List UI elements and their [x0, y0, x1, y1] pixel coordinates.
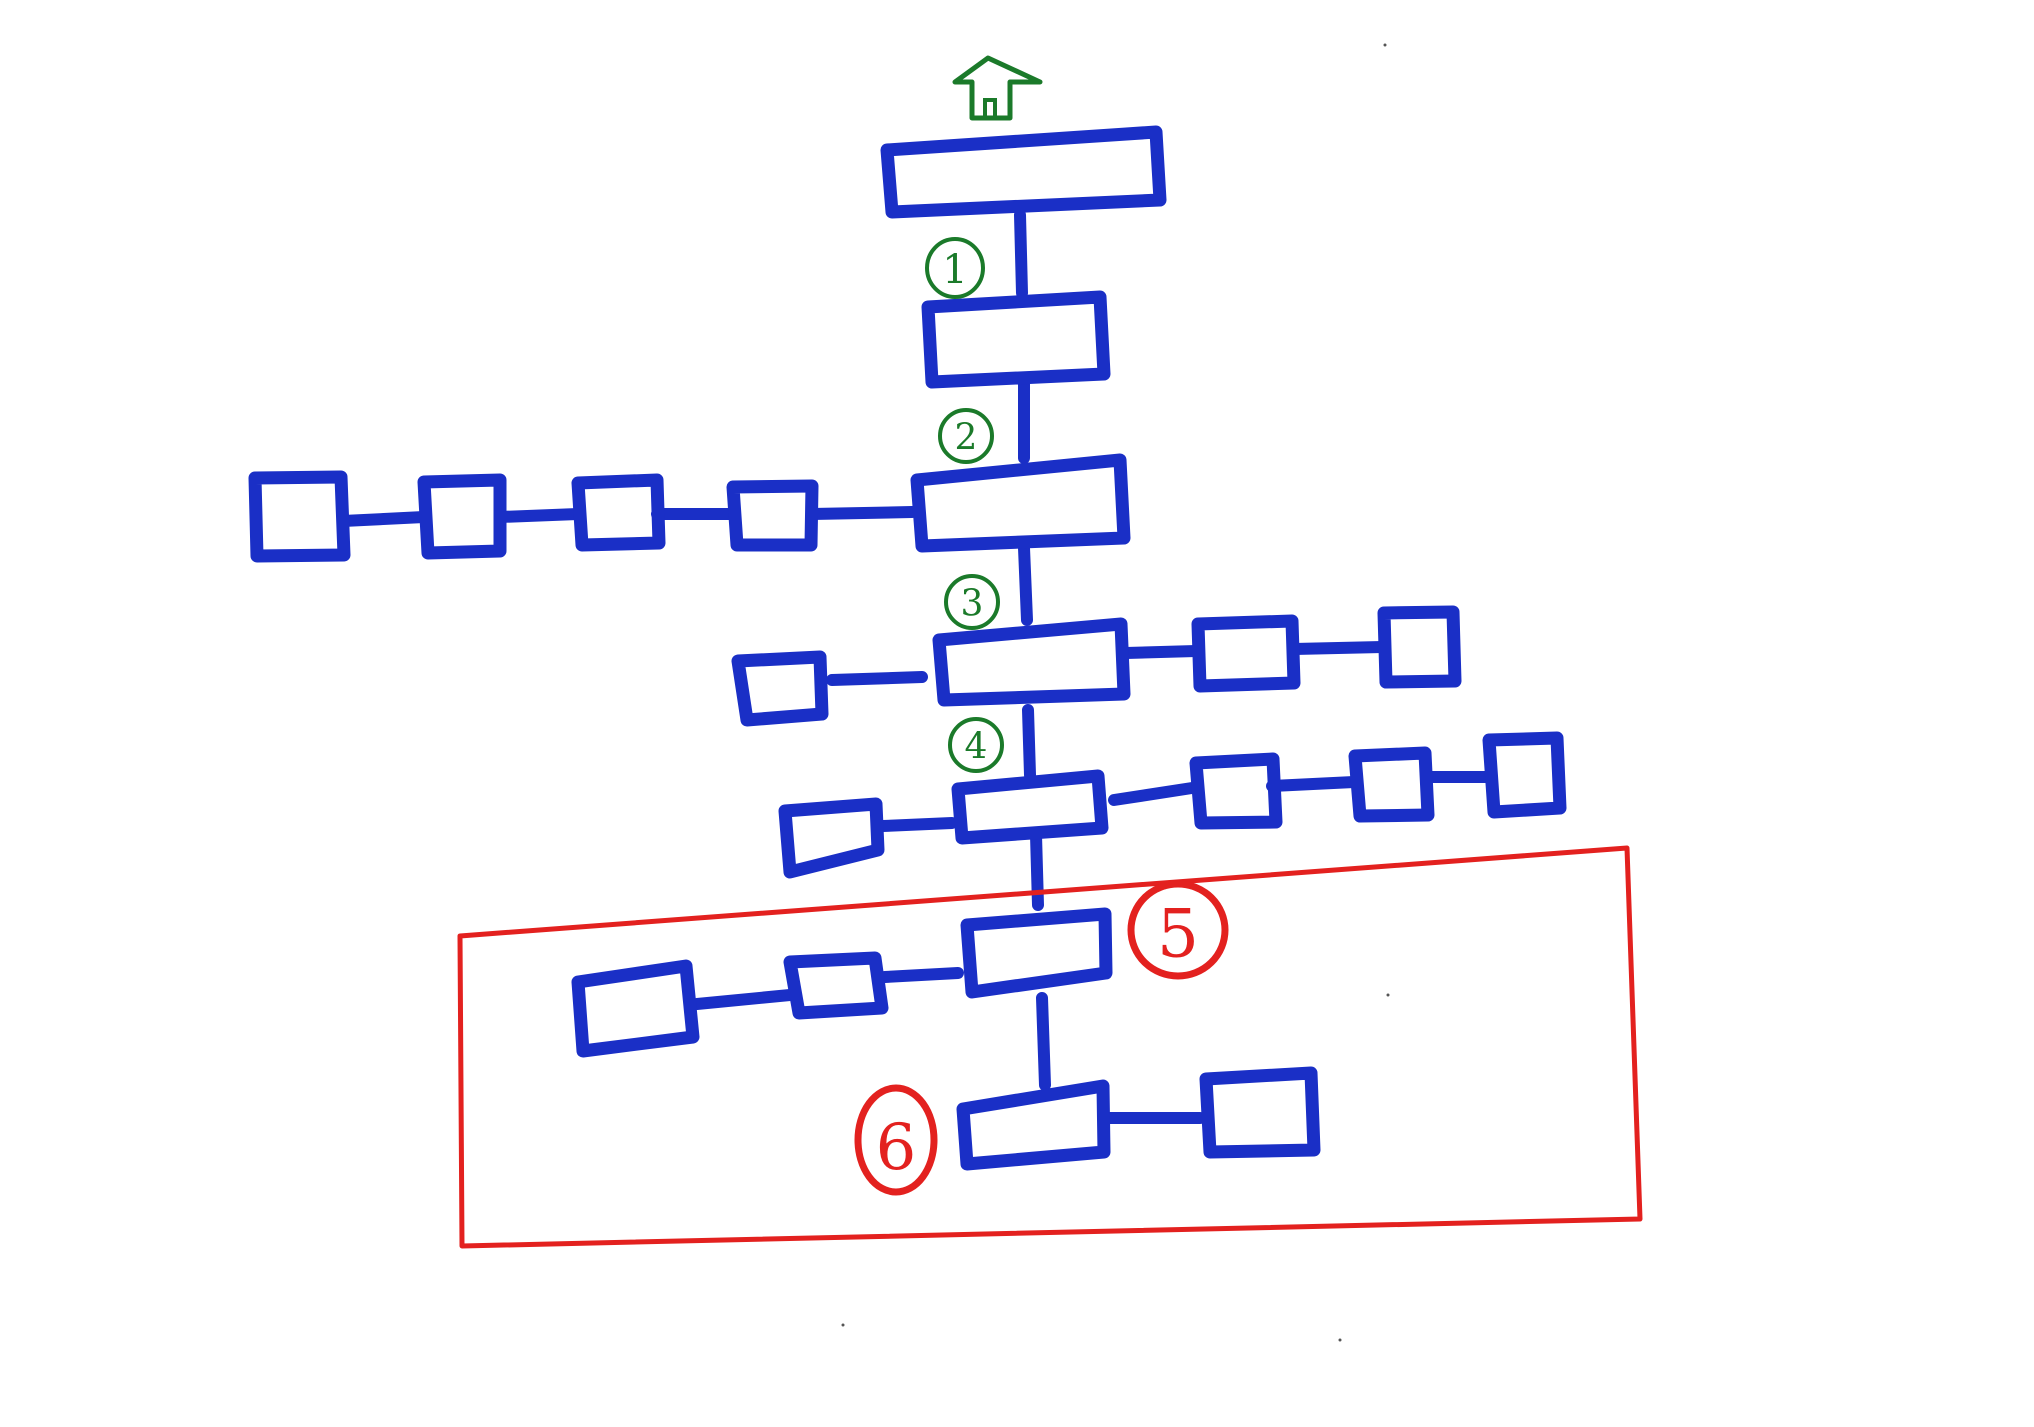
- l5-side-node-1: [571, 959, 700, 1058]
- connector-lines: [337, 209, 1493, 1124]
- paper-specks: [841, 43, 1390, 1342]
- l2-side-node-4: [726, 479, 819, 552]
- svg-text:5: 5: [1157, 896, 1199, 973]
- spine-node-2: [910, 453, 1131, 553]
- spine-node-root: [880, 125, 1167, 219]
- link-l3-right-b: [1288, 641, 1388, 655]
- link-l3-left: [826, 671, 928, 686]
- svg-text:1: 1: [942, 247, 967, 293]
- svg-text:4: 4: [965, 727, 988, 768]
- l4-side-node-left: [778, 797, 885, 879]
- svg-text:6: 6: [876, 1111, 917, 1185]
- l2-side-node-2: [417, 473, 507, 560]
- nodes: [248, 125, 1567, 1171]
- spine-link-1: [1014, 209, 1028, 299]
- spine-link-6: [1036, 992, 1051, 1091]
- l6-side-node-right: [1199, 1066, 1321, 1159]
- l4-side-node-right-1: [1189, 752, 1283, 830]
- l3-side-node-right-1: [1191, 614, 1301, 693]
- spine-link-3: [1018, 542, 1033, 626]
- svg-text:2: 2: [955, 418, 978, 459]
- link-l5-a: [691, 989, 796, 1010]
- l3-side-node-left: [731, 650, 829, 727]
- link-l4-left: [877, 817, 958, 832]
- level-badge-4: 4: [948, 717, 1004, 773]
- l4-side-node-right-2: [1348, 746, 1435, 823]
- spine-node-1: [921, 290, 1111, 389]
- spine-link-4: [1022, 704, 1036, 781]
- up-arrow-house-icon: [952, 55, 1043, 121]
- svg-text:3: 3: [961, 584, 984, 625]
- link-l5-b: [879, 967, 964, 983]
- level-badge-5: 5: [1127, 880, 1229, 980]
- level-badge-6: 6: [854, 1084, 938, 1196]
- link-l3-right-a: [1120, 645, 1202, 659]
- spine-node-3: [932, 617, 1131, 707]
- l4-side-node-right-3: [1482, 731, 1567, 819]
- l2-side-node-3: [571, 473, 666, 552]
- link-l2-a: [337, 511, 430, 527]
- link-l2-d: [806, 506, 918, 520]
- level-badge-2: 2: [938, 408, 994, 464]
- link-l4-right-b: [1266, 776, 1360, 792]
- l5-side-node-2: [783, 951, 889, 1020]
- link-l2-b: [494, 508, 584, 523]
- level-badge-3: 3: [944, 574, 1000, 630]
- spine-node-6: [956, 1079, 1111, 1171]
- level-badges: 1 2 3 4 5 6: [854, 237, 1229, 1196]
- l3-side-node-right-2: [1377, 605, 1462, 689]
- level-badge-1: 1: [925, 237, 985, 299]
- l2-side-node-1: [248, 470, 351, 563]
- highlight-frame: [457, 845, 1643, 1249]
- spine-node-5: [960, 907, 1113, 999]
- link-l4-right-a: [1108, 782, 1198, 806]
- spine-node-4: [951, 769, 1109, 845]
